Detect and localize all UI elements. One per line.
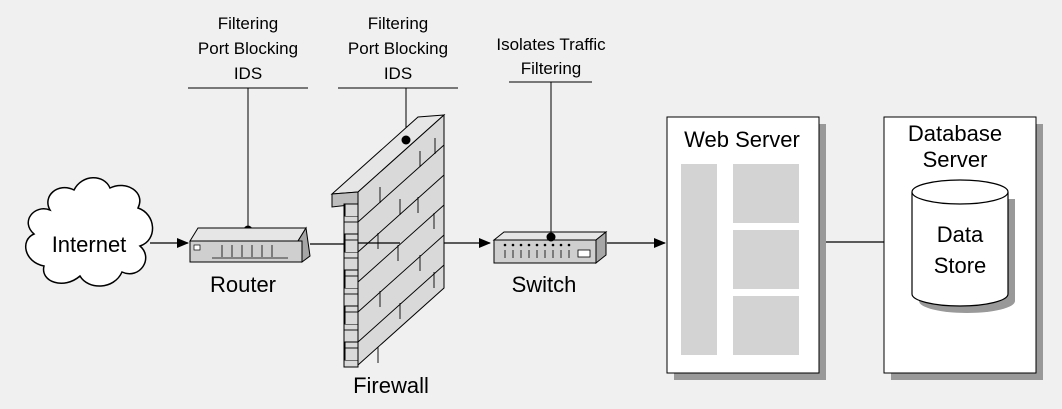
web-server-label: Web Server <box>684 127 800 152</box>
firewall-callout-line-2: Port Blocking <box>348 39 448 58</box>
router-callout-line-1: Filtering <box>218 14 278 33</box>
database-server: Database Server Data Store <box>883 116 1043 380</box>
data-store-label-line-1: Data <box>937 222 984 247</box>
brick-wall-icon <box>330 113 446 368</box>
router-label: Router <box>210 272 276 297</box>
firewall-callout: Filtering Port Blocking IDS <box>338 14 458 140</box>
database-server-label-line-2: Server <box>923 147 988 172</box>
firewall-callout-line-3: IDS <box>384 64 412 83</box>
cloud-icon: Internet <box>24 177 154 287</box>
firewall-callout-dot <box>401 135 411 145</box>
firewall-label: Firewall <box>353 373 429 398</box>
switch-icon <box>492 230 608 265</box>
data-store-label-line-2: Store <box>934 253 987 278</box>
web-server-content-block-3 <box>733 296 799 355</box>
database-cylinder-icon <box>911 179 1015 313</box>
web-server-content-block-2 <box>733 230 799 289</box>
router-callout-line-3: IDS <box>234 64 262 83</box>
database-server-label-line-1: Database <box>908 121 1002 146</box>
firewall-callout-line-1: Filtering <box>368 14 428 33</box>
switch-callout-line-1: Isolates Traffic <box>496 35 606 54</box>
switch-callout-line-2: Filtering <box>521 59 581 78</box>
web-server-sidebar-block <box>681 164 717 355</box>
web-server: Web Server <box>666 116 826 380</box>
switch-callout-dot <box>546 232 556 242</box>
router-icon <box>189 226 311 263</box>
internet-label: Internet <box>52 232 127 257</box>
switch-label: Switch <box>512 272 577 297</box>
router-callout-line-2: Port Blocking <box>198 39 298 58</box>
switch-callout: Isolates Traffic Filtering <box>496 35 606 237</box>
web-server-content-block-1 <box>733 164 799 223</box>
